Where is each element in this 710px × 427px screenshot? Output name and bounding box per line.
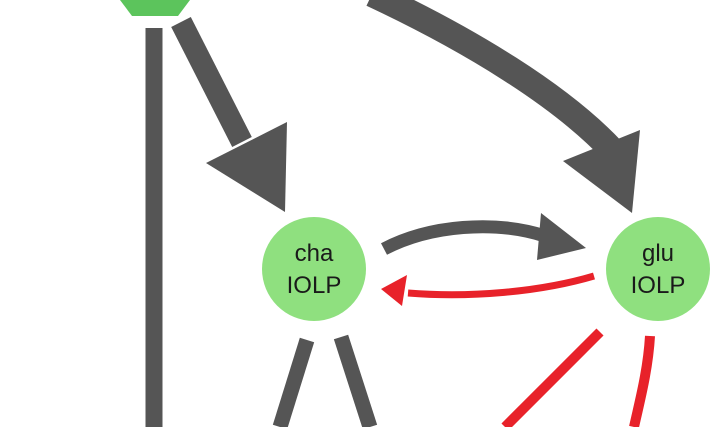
glu-iolp-label-line-2: IOLP bbox=[631, 272, 686, 299]
edge-cha-down-right-line bbox=[333, 334, 378, 427]
top-hexagon-node bbox=[120, 0, 190, 16]
edge-glu-down-left-line bbox=[501, 328, 604, 427]
cha-iolp-label-line-2: IOLP bbox=[287, 272, 342, 299]
edge-cha-down-left-line bbox=[272, 337, 315, 427]
edge-hexagon-to-cha-arrow bbox=[171, 17, 287, 212]
edge-glu-down-right-line bbox=[629, 335, 655, 427]
glu-iolp-node[interactable]: glu IOLP bbox=[606, 217, 710, 321]
glu-iolp-label-line-1: glu bbox=[642, 240, 674, 267]
edge-hexagon-to-glu-arrow bbox=[366, 0, 640, 213]
edge-glu-to-cha-arrow bbox=[381, 272, 595, 306]
cha-iolp-node[interactable]: cha IOLP bbox=[262, 217, 366, 321]
cha-iolp-label-line-1: cha bbox=[295, 240, 334, 267]
edge-cha-to-glu-arrow bbox=[380, 213, 586, 260]
